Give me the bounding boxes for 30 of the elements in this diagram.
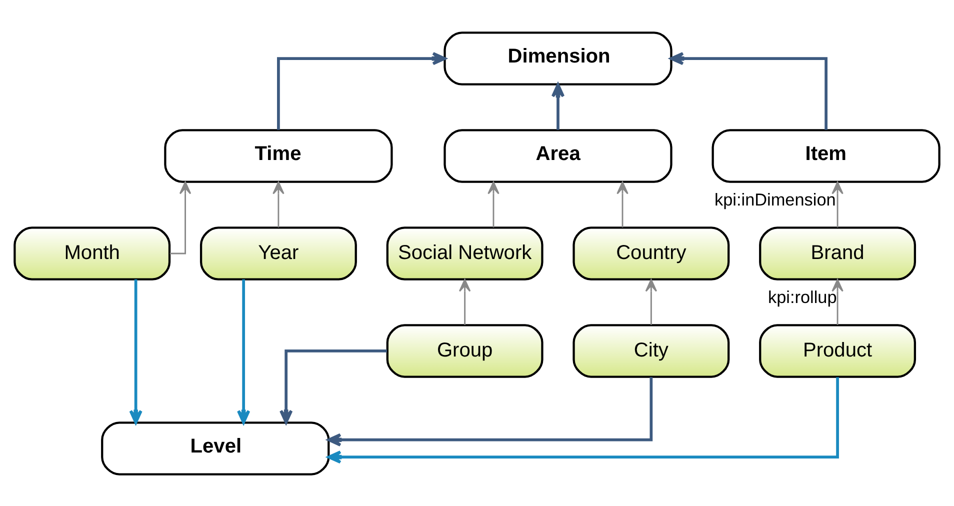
node-box: Social Network [386, 226, 544, 280]
arrow [670, 51, 828, 130]
node-box: Dimension [444, 31, 672, 85]
arrow [280, 349, 387, 424]
node-box: Time [164, 128, 393, 182]
arrow [327, 376, 839, 464]
arrow [488, 181, 500, 227]
node-box: Product [759, 324, 916, 378]
arrow [236, 278, 250, 424]
node-box: Level [101, 421, 330, 475]
node-box: Year [200, 226, 357, 280]
node-box: Month [14, 226, 171, 280]
arrow [616, 181, 628, 227]
arrow [129, 278, 142, 424]
arrow [551, 82, 565, 130]
node-box: Country [572, 226, 730, 280]
edge-label: kpi:rollup [768, 286, 837, 307]
arrow [327, 376, 653, 446]
arrow [832, 278, 844, 324]
arrow [277, 51, 446, 130]
node-box: Brand [759, 226, 916, 280]
arrow [832, 181, 844, 227]
arrow [458, 278, 471, 324]
arrow [272, 181, 284, 227]
node-box: Item [712, 128, 940, 182]
node-box: Group [386, 324, 544, 378]
edge-label: kpi:inDimension [714, 189, 836, 210]
node-box: City [572, 324, 730, 378]
node-box: Area [444, 128, 672, 182]
arrow [645, 278, 658, 324]
